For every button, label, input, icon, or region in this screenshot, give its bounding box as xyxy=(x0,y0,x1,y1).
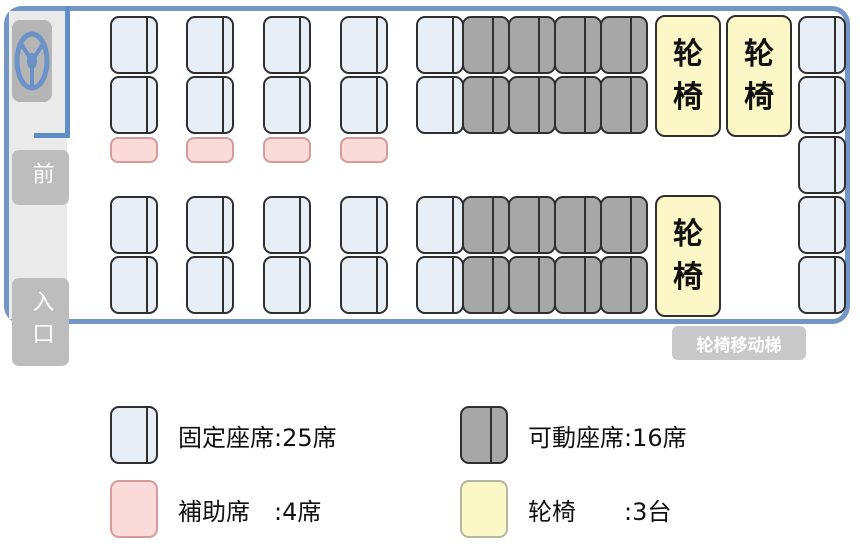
auxiliary-seat[interactable] xyxy=(110,137,158,163)
wheelchair-lift-label: 轮椅移动梯 xyxy=(672,326,806,360)
wheelchair-char: 轮 xyxy=(673,216,703,252)
legend-auxiliary: 補助席 :4席 xyxy=(110,480,321,538)
fixed-seat[interactable] xyxy=(263,16,311,74)
movable-seat[interactable] xyxy=(462,196,510,254)
fixed-seat[interactable] xyxy=(263,76,311,134)
front-label: 前 xyxy=(12,150,69,205)
auxiliary-seat[interactable] xyxy=(186,137,234,163)
entrance-label: 入口 xyxy=(12,278,69,366)
movable-seat[interactable] xyxy=(508,196,556,254)
fixed-seat[interactable] xyxy=(110,256,158,314)
legend-movable: 可動座席:16席 xyxy=(460,406,687,464)
movable-seat[interactable] xyxy=(508,76,556,134)
auxiliary-seat[interactable] xyxy=(263,137,311,163)
movable-seat[interactable] xyxy=(554,256,602,314)
fixed-seat[interactable] xyxy=(340,76,388,134)
fixed-seat[interactable] xyxy=(186,16,234,74)
steering-wheel-icon xyxy=(12,20,52,102)
movable-seat[interactable] xyxy=(508,256,556,314)
fixed-seat[interactable] xyxy=(798,16,846,74)
fixed-seat[interactable] xyxy=(263,256,311,314)
legend-wheelchair: 轮椅 :3台 xyxy=(460,480,671,538)
movable-seat[interactable] xyxy=(462,256,510,314)
fixed-seat[interactable] xyxy=(186,76,234,134)
wheelchair-char: 椅 xyxy=(673,260,703,295)
auxiliary-seat[interactable] xyxy=(340,137,388,163)
wheelchair-char: 椅 xyxy=(673,80,703,115)
fixed-seat[interactable] xyxy=(263,196,311,254)
fixed-seat[interactable] xyxy=(110,196,158,254)
fixed-seat[interactable] xyxy=(186,196,234,254)
fixed-seat[interactable] xyxy=(110,76,158,134)
legend-label: 可動座席:16席 xyxy=(528,423,687,452)
fixed-seat[interactable] xyxy=(340,256,388,314)
legend-swatch-movable xyxy=(460,406,508,464)
wheelchair-char: 轮 xyxy=(673,36,703,72)
wheelchair-char: 轮 xyxy=(744,36,774,72)
movable-seat[interactable] xyxy=(600,196,648,254)
movable-seat[interactable] xyxy=(554,196,602,254)
movable-seat[interactable] xyxy=(462,76,510,134)
fixed-seat[interactable] xyxy=(798,196,846,254)
movable-seat[interactable] xyxy=(554,16,602,74)
movable-seat[interactable] xyxy=(600,16,648,74)
movable-seat[interactable] xyxy=(600,76,648,134)
fixed-seat[interactable] xyxy=(798,256,846,314)
fixed-seat[interactable] xyxy=(416,16,464,74)
legend-label: 轮椅 :3台 xyxy=(528,497,672,526)
fixed-seat[interactable] xyxy=(340,196,388,254)
movable-seat[interactable] xyxy=(600,256,648,314)
legend-label: 補助席 :4席 xyxy=(178,497,322,526)
fixed-seat[interactable] xyxy=(798,136,846,194)
fixed-seat[interactable] xyxy=(110,16,158,74)
legend-swatch-fixed xyxy=(110,406,158,464)
fixed-seat[interactable] xyxy=(416,196,464,254)
wheelchair-space[interactable]: 轮 椅 xyxy=(655,15,721,137)
wheelchair-char: 椅 xyxy=(744,80,774,115)
wheelchair-space[interactable]: 轮 椅 xyxy=(655,195,721,317)
movable-seat[interactable] xyxy=(462,16,510,74)
wheelchair-space[interactable]: 轮 椅 xyxy=(726,15,792,137)
fixed-seat[interactable] xyxy=(798,76,846,134)
fixed-seat[interactable] xyxy=(416,256,464,314)
fixed-seat[interactable] xyxy=(186,256,234,314)
movable-seat[interactable] xyxy=(554,76,602,134)
driver-partition xyxy=(34,6,70,138)
fixed-seat[interactable] xyxy=(416,76,464,134)
legend-fixed: 固定座席:25席 xyxy=(110,406,337,464)
movable-seat[interactable] xyxy=(508,16,556,74)
fixed-seat[interactable] xyxy=(340,16,388,74)
legend-swatch-wheelchair xyxy=(460,480,508,538)
legend-swatch-auxiliary xyxy=(110,480,158,538)
legend-label: 固定座席:25席 xyxy=(178,423,337,452)
